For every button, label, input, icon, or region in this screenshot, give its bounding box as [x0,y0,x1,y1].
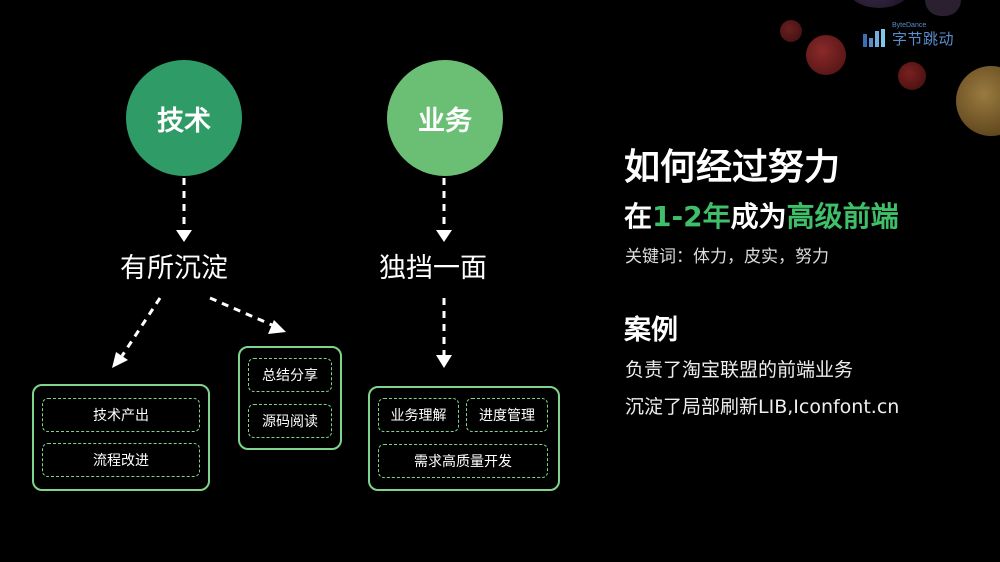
tech-sharing-group: 总结分享 源码阅读 [238,346,342,450]
keywords: 关键词：体力，皮实，努力 [625,247,829,267]
decor-bubble [806,35,846,75]
headline: 如何经过努力 [624,147,841,188]
group-item: 源码阅读 [248,404,332,438]
case-title: 案例 [624,315,678,346]
group-item: 进度管理 [466,398,548,432]
case-line: 负责了淘宝联盟的前端业务 [625,359,854,381]
business-group: 业务理解 进度管理 需求高质量开发 [368,386,560,491]
group-item: 需求高质量开发 [378,444,548,478]
decor-bubble [848,0,910,8]
group-item: 流程改进 [42,443,200,477]
subline-prefix: 在 [624,200,653,233]
group-item: 业务理解 [378,398,459,432]
arrowhead-left-group [112,352,128,368]
decor-bubble [925,0,961,16]
bytedance-logo: ByteDance 字节跳动 [862,22,954,48]
subline-middle: 成为 [730,200,787,233]
business-circle: 业务 [387,60,503,176]
logo-text-en: ByteDance [892,22,927,29]
arrow-sediment-to-mid-group [209,296,273,327]
arrowhead-right-group [436,355,452,368]
decor-bubble [898,62,926,90]
subline-highlight-years: 1-2年 [652,200,731,233]
bytedance-logo-icon [863,29,885,47]
arrowhead-tech [176,230,192,242]
logo-text-cn: 字节跳动 [892,30,955,48]
decor-bubble [780,20,802,42]
tech-outcome-label: 有所沉淀 [120,253,228,284]
arrow-sediment-to-left-group [120,297,162,357]
subline: 在1-2年成为高级前端 [624,195,899,235]
case-line: 沉淀了局部刷新LIB,Iconfont.cn [625,396,900,418]
subline-highlight-role: 高级前端 [786,200,899,233]
arrowhead-biz [436,230,452,242]
tech-output-group: 技术产出 流程改进 [32,384,210,491]
group-item: 技术产出 [42,398,200,432]
tech-circle: 技术 [126,60,242,176]
arrowhead-mid-group [268,320,286,334]
group-item: 总结分享 [248,358,332,392]
business-outcome-label: 独挡一面 [379,253,487,284]
